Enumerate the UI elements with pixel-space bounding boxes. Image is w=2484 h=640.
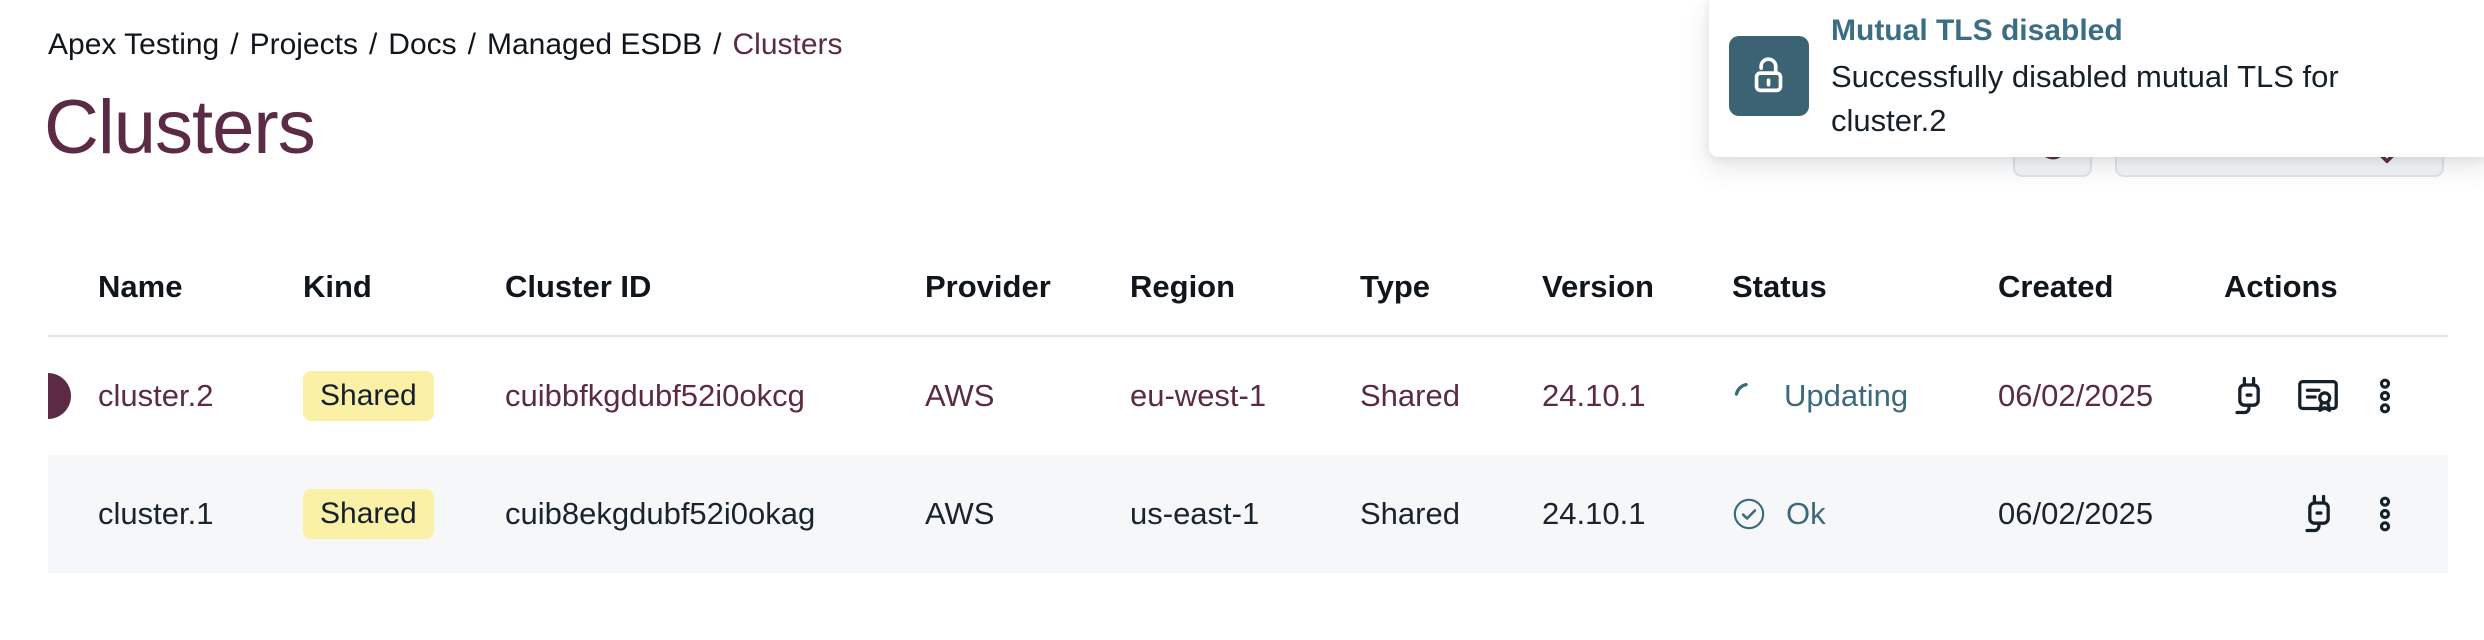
certificate-icon — [2295, 373, 2341, 419]
cluster-type: Shared — [1360, 496, 1460, 531]
certificate-button[interactable] — [2295, 373, 2341, 419]
column-header-cluster-id: Cluster ID — [505, 268, 652, 304]
breadcrumb-separator: / — [230, 28, 239, 61]
cluster-name: cluster.2 — [98, 378, 214, 413]
toast-message: Successfully disabled mutual TLS for clu… — [1831, 59, 2339, 138]
connect-plug-button[interactable] — [2297, 492, 2341, 536]
column-header-created: Created — [1998, 268, 2114, 304]
spinner-icon — [1732, 380, 1764, 412]
kebab-menu-button[interactable] — [2365, 494, 2405, 534]
breadcrumb: Apex Testing / Projects / Docs / Managed ESDB /… — [48, 28, 843, 62]
connect-plug-button[interactable] — [2227, 374, 2271, 418]
connect-plug-icon — [2297, 492, 2341, 536]
toast-title: Mutual TLS disabled — [1831, 14, 2123, 47]
breadcrumb-separator: / — [713, 28, 722, 61]
column-header-name: Name — [98, 268, 183, 304]
cluster-name: cluster.1 — [98, 496, 214, 531]
unlock-icon — [1729, 36, 1809, 116]
breadcrumb-item-clusters: Clusters — [732, 28, 843, 61]
column-header-kind: Kind — [303, 268, 372, 304]
column-header-provider: Provider — [925, 268, 1051, 304]
breadcrumb-item-projects[interactable]: Projects — [249, 28, 358, 61]
table-header-row: Name Kind Cluster ID Provider Region Type Vers… — [48, 238, 2448, 337]
column-header-region: Region — [1130, 268, 1236, 304]
selected-row-indicator — [48, 373, 71, 419]
created-date: 06/02/2025 — [1998, 378, 2154, 413]
breadcrumb-item-apex-testing[interactable]: Apex Testing — [48, 28, 220, 61]
cluster-id: cuibbfkgdubf52i0okcg — [505, 378, 805, 413]
clusters-table: Name Kind Cluster ID Provider Region Type Vers… — [48, 238, 2448, 573]
breadcrumb-separator: / — [467, 28, 476, 61]
kebab-menu-button[interactable] — [2365, 376, 2405, 416]
check-circle-icon — [1732, 497, 1766, 531]
kind-badge: Shared — [303, 371, 434, 421]
kind-badge: Shared — [303, 489, 434, 539]
provider: AWS — [925, 496, 995, 531]
toast-notification: Mutual TLS disabled Successfully disable… — [1708, 0, 2484, 157]
connect-plug-icon — [2227, 374, 2271, 418]
column-header-status: Status — [1732, 268, 1827, 304]
column-header-actions: Actions — [2224, 268, 2338, 304]
column-header-type: Type — [1360, 268, 1431, 304]
breadcrumb-item-managed-esdb[interactable]: Managed ESDB — [487, 28, 703, 61]
region: us-east-1 — [1130, 496, 1260, 531]
status-label: Ok — [1786, 496, 1826, 531]
region: eu-west-1 — [1130, 378, 1267, 413]
kebab-menu-icon — [2365, 376, 2405, 416]
cluster-row-cluster-1[interactable]: cluster.1 Shared cuib8ekgdubf52i0okag AWS us… — [48, 455, 2448, 573]
cluster-id: cuib8ekgdubf52i0okag — [505, 496, 816, 531]
kebab-menu-icon — [2365, 494, 2405, 534]
cluster-row-cluster-2[interactable]: cluster.2 Shared cuibbfkgdubf52i0okcg AWS eu… — [48, 337, 2448, 455]
column-header-version: Version — [1542, 268, 1654, 304]
status-label: Updating — [1784, 378, 1909, 413]
version: 24.10.1 — [1542, 496, 1646, 531]
cluster-type: Shared — [1360, 378, 1460, 413]
breadcrumb-item-docs[interactable]: Docs — [388, 28, 457, 61]
version: 24.10.1 — [1542, 378, 1646, 413]
page-title: Clusters — [44, 85, 316, 170]
created-date: 06/02/2025 — [1998, 496, 2154, 531]
provider: AWS — [925, 378, 995, 413]
breadcrumb-separator: / — [368, 28, 378, 61]
